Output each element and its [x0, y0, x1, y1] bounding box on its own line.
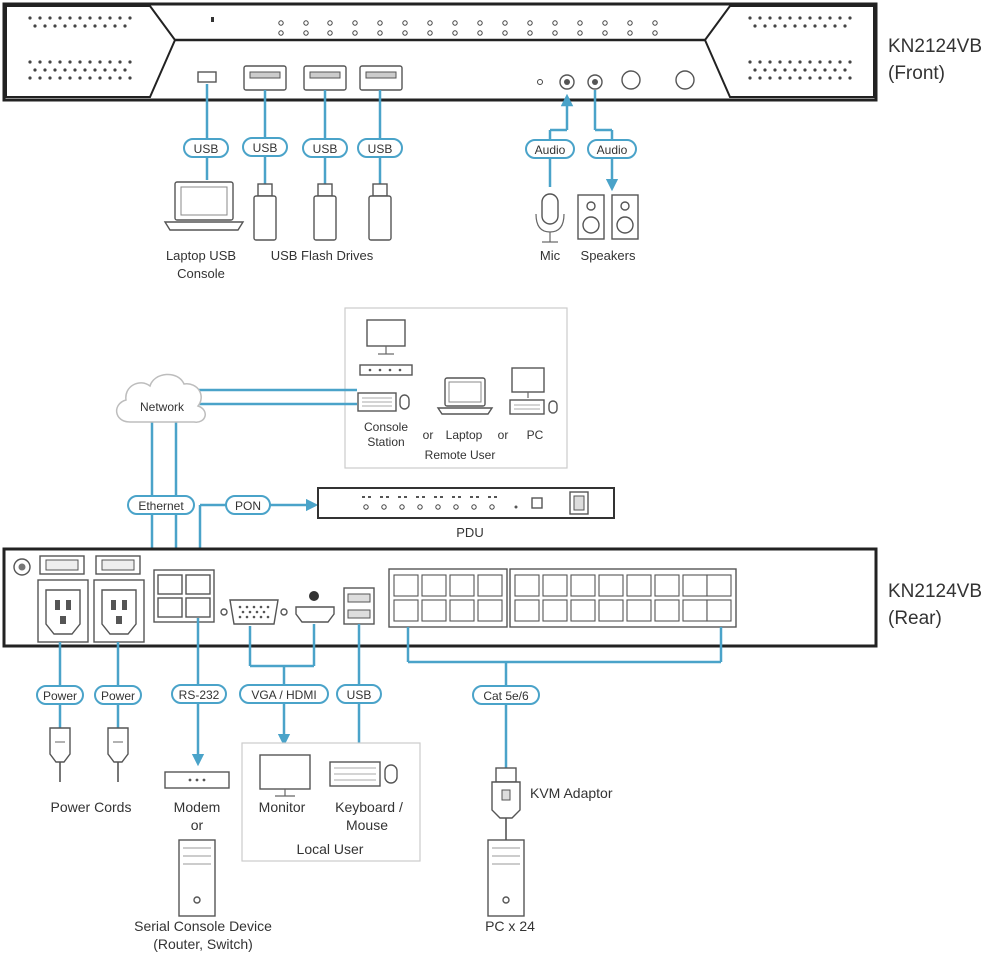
pon-pill: [225, 495, 271, 515]
usb-pill-flash-1-label: USB: [253, 141, 278, 155]
pdu-device: [317, 487, 615, 519]
front-model-label: KN2124VB: [888, 36, 982, 57]
network-cloud-icon: [116, 373, 206, 423]
keyboard-mouse-icon: [329, 761, 398, 787]
usb-flash-drives-label: USB Flash Drives: [271, 248, 374, 263]
keyboard-mouse-label-1: Keyboard /: [335, 799, 403, 815]
cat-pill-label: Cat 5e/6: [483, 689, 529, 703]
usb-pill-flash-2: [302, 138, 348, 158]
console-station-label-1: Console: [364, 420, 408, 434]
power-cords-label: Power Cords: [51, 799, 132, 815]
front-left-vents: [28, 16, 132, 80]
remote-user-label: Remote User: [425, 448, 496, 462]
speakers-label: Speakers: [581, 248, 636, 263]
power-pill-2-label: Power: [101, 689, 135, 703]
serial-console-device-icon: [178, 839, 216, 917]
usb-pill-flash-3-label: USB: [368, 142, 393, 156]
power-cord-icon-1: [49, 727, 71, 782]
modem-or-label: or: [191, 817, 204, 833]
monitor-label: Monitor: [259, 799, 306, 815]
kvm-adaptor-label: KVM Adaptor: [530, 785, 613, 801]
usb-pill-flash-3: [357, 138, 403, 158]
usb-pill-flash-1: [242, 137, 288, 157]
hdmi-port: [295, 606, 335, 623]
rs232-pill: [171, 684, 227, 704]
remote-pc-label: PC: [527, 428, 544, 442]
usb-flash-drive-icon-2: [313, 183, 337, 241]
speakers-icon: [577, 194, 639, 240]
remote-or-1: or: [423, 428, 434, 442]
vga-port: [229, 599, 279, 625]
front-mini-usb-port: [197, 71, 217, 83]
front-unit: [2, 2, 878, 102]
serial-console-label-1: Serial Console Device: [134, 918, 272, 934]
ethernet-pill: [127, 495, 195, 515]
power-cord-icon-2: [107, 727, 129, 782]
remote-pc-icon: [509, 367, 558, 415]
laptop-usb-console-label-1: Laptop USB: [166, 248, 236, 263]
modem-label: Modem: [174, 799, 221, 815]
laptop-usb-console-label-2: Console: [177, 266, 225, 281]
console-station-icon: [357, 319, 413, 412]
usb-flash-drive-icon-1: [253, 183, 277, 241]
front-button-1: [621, 70, 641, 90]
local-user-label: Local User: [297, 841, 364, 857]
keyboard-mouse-label-2: Mouse: [346, 817, 388, 833]
monitor-icon: [259, 754, 311, 797]
cat-pill: [472, 685, 540, 705]
serial-console-label-2: (Router, Switch): [153, 936, 253, 952]
power-pill-1: [36, 685, 84, 705]
remote-laptop-icon: [436, 377, 494, 415]
rear-usb-pill-label: USB: [347, 688, 372, 702]
vga-hdmi-pill: [239, 684, 329, 704]
audio-pill-speakers: [587, 139, 637, 159]
modem-icon: [164, 771, 230, 789]
rs232-pill-label: RS-232: [179, 688, 220, 702]
audio-pill-mic-label: Audio: [535, 143, 566, 157]
usb-flash-drive-icon-3: [368, 183, 392, 241]
network-label: Network: [140, 400, 185, 414]
pdu-label: PDU: [456, 525, 483, 540]
front-right-vents: [748, 16, 852, 80]
rear-usb-pill: [336, 684, 382, 704]
front-led-row: [211, 17, 658, 36]
pc-x24-label: PC x 24: [485, 918, 535, 934]
pon-pill-label: PON: [235, 499, 261, 513]
hdmi-screw-icon: [309, 591, 319, 601]
remote-or-2: or: [498, 428, 509, 442]
vga-hdmi-pill-label: VGA / HDMI: [251, 688, 316, 702]
mic-label: Mic: [540, 248, 561, 263]
usb-pill-laptop-label: USB: [194, 142, 219, 156]
laptop-icon: [163, 181, 245, 231]
pc-tower-icon: [487, 839, 525, 917]
front-side-label: (Front): [888, 63, 945, 84]
ethernet-pill-label: Ethernet: [138, 499, 184, 513]
front-button-2: [675, 70, 695, 90]
power-pill-1-label: Power: [43, 689, 77, 703]
power-pill-2: [94, 685, 142, 705]
kvm-ports: [393, 574, 732, 622]
rear-usb-ports: [343, 587, 375, 625]
mic-icon: [535, 193, 565, 243]
rear-side-label: (Rear): [888, 608, 942, 629]
console-station-label-2: Station: [367, 435, 404, 449]
rear-model-label: KN2124VB: [888, 581, 982, 602]
remote-laptop-label: Laptop: [446, 428, 483, 442]
kvm-adaptor-icon: [491, 767, 521, 840]
audio-pill-mic: [525, 139, 575, 159]
rear-unit: [2, 547, 878, 648]
audio-pill-speakers-label: Audio: [597, 143, 628, 157]
usb-pill-flash-2-label: USB: [313, 142, 338, 156]
usb-pill-laptop: [183, 138, 229, 158]
